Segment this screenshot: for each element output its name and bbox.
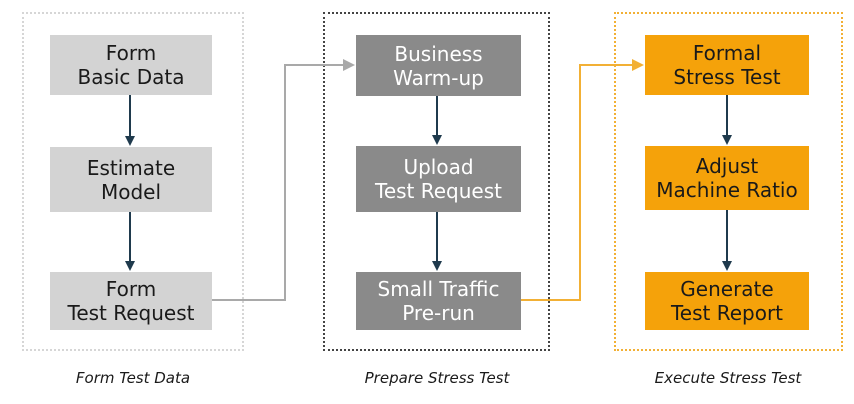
step-line2: Test Request (375, 179, 502, 203)
step-line2: Test Report (670, 301, 784, 325)
step-small-traffic-pre-run: Small Traffic Pre-run (356, 272, 521, 330)
step-line2: Warm-up (393, 65, 484, 90)
caption-prepare-stress-test: Prepare Stress Test (364, 369, 510, 387)
step-line1: Business (394, 41, 483, 66)
caption-form-test-data: Form Test Data (75, 369, 191, 387)
step-line2: Stress Test (673, 65, 781, 89)
group-form-test-data (22, 12, 244, 351)
step-upload-test-request: Upload Test Request (356, 146, 521, 212)
step-line1: Adjust (695, 154, 759, 178)
caption-execute-stress-test: Execute Stress Test (654, 369, 802, 387)
group-execute-stress-test (614, 12, 843, 351)
step-business-warm-up: Business Warm-up (356, 35, 521, 96)
group-prepare-stress-test (323, 12, 550, 351)
step-line2: Basic Data (77, 65, 185, 89)
step-formal-stress-test: Formal Stress Test (645, 35, 809, 95)
step-line2: Model (100, 179, 162, 204)
step-line2: Test Request (67, 301, 195, 325)
step-form-test-request: Form Test Request (50, 272, 212, 330)
step-line1: Small Traffic (377, 277, 500, 301)
step-generate-test-report: Generate Test Report (645, 272, 809, 330)
step-adjust-machine-ratio: Adjust Machine Ratio (645, 146, 809, 210)
step-line1: Formal (692, 41, 762, 65)
step-estimate-model: Estimate Model (50, 147, 212, 212)
step-line1: Form (105, 277, 157, 301)
step-form-basic-data: Form Basic Data (50, 35, 212, 95)
connector-form-request-to-warmup (211, 59, 355, 301)
step-line1: Estimate (86, 155, 176, 180)
step-line2: Machine Ratio (656, 178, 798, 202)
step-line2: Pre-run (402, 301, 475, 325)
step-line1: Generate (680, 277, 774, 301)
connector-pre-run-to-formal (520, 59, 644, 301)
step-line1: Form (105, 41, 157, 65)
step-line1: Upload (403, 155, 474, 179)
